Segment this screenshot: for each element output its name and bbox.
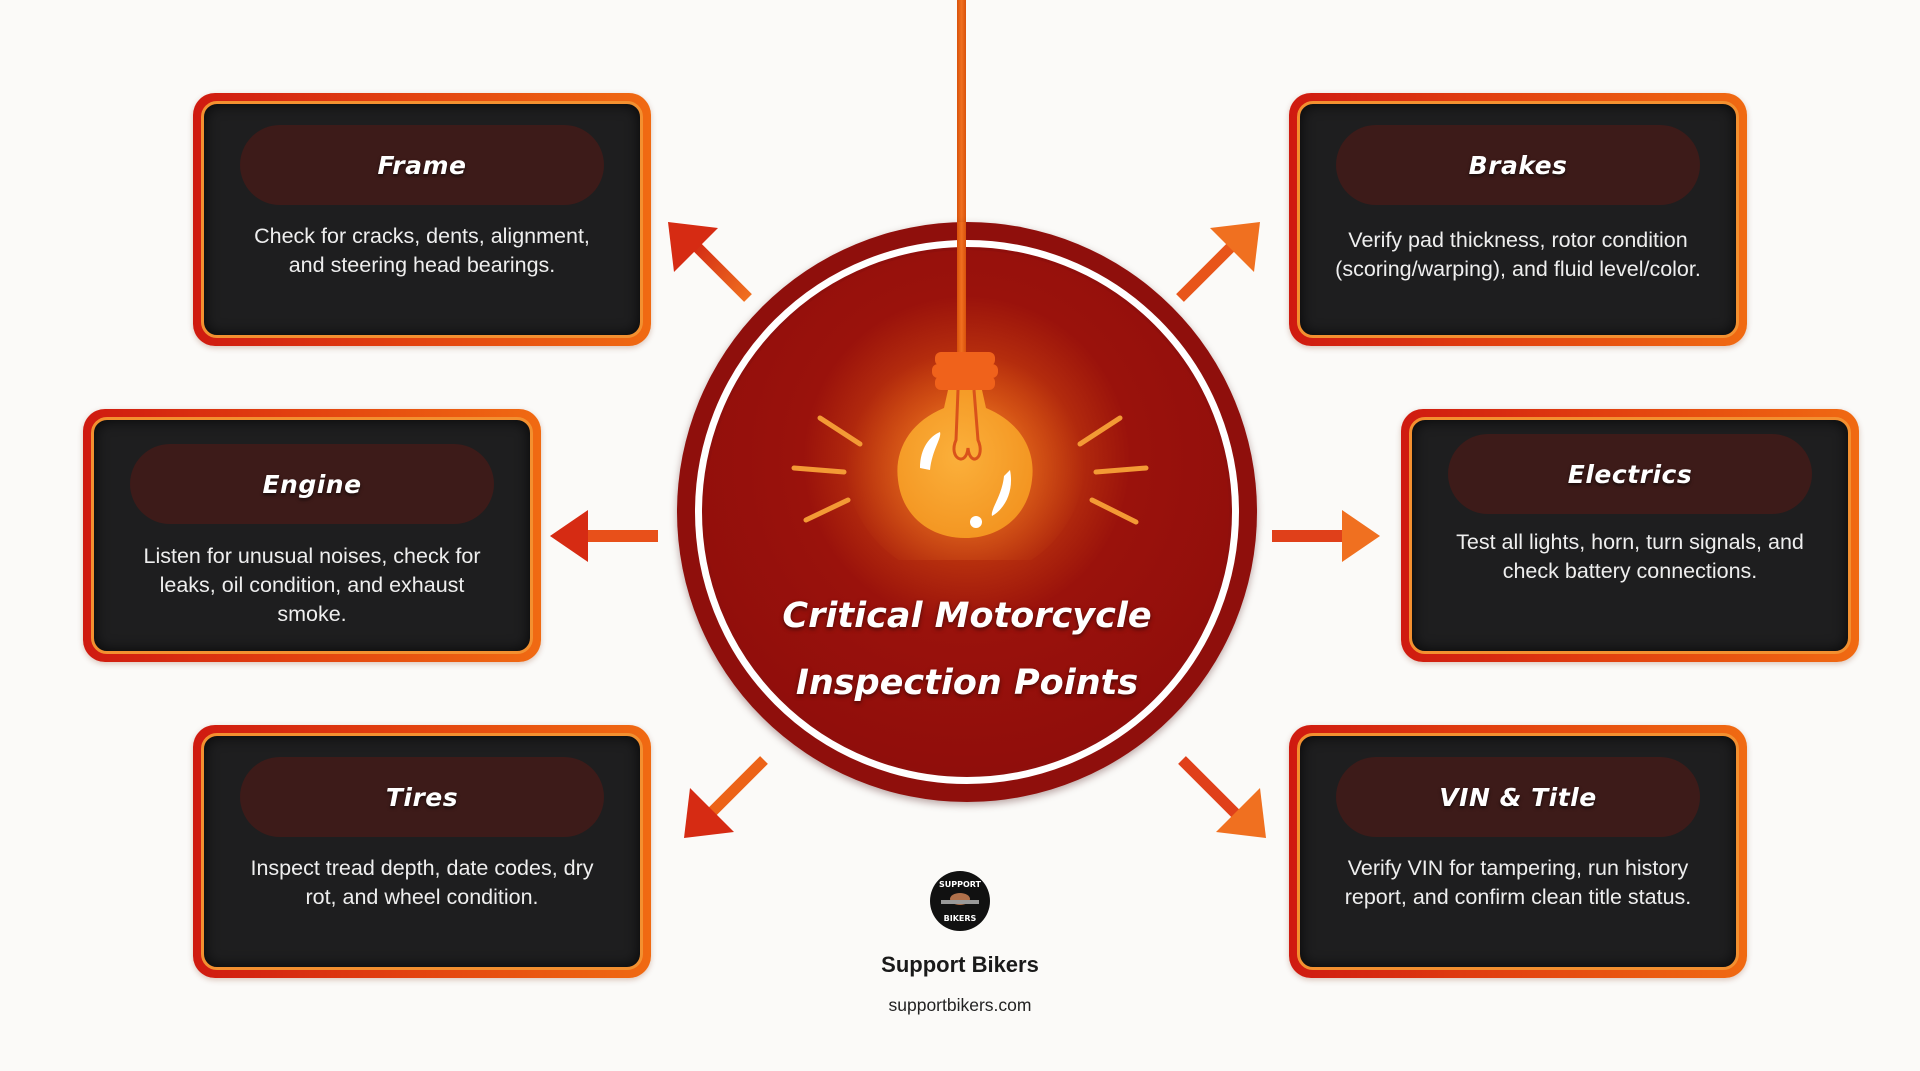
arrow-to-brakes-icon <box>1176 222 1260 302</box>
card-tires: Tires Inspect tread depth, date codes, d… <box>193 725 651 978</box>
card-inner: Frame Check for cracks, dents, alignment… <box>201 101 643 338</box>
bulb-cord <box>957 0 966 372</box>
circle-ring <box>695 240 1239 784</box>
card-description: Verify pad thickness, rotor condition (s… <box>1335 228 1701 281</box>
card-description: Verify VIN for tampering, run history re… <box>1344 856 1692 909</box>
card-title: Electrics <box>1567 459 1693 489</box>
card-title-pill: VIN & Title <box>1336 757 1700 837</box>
card-title-pill: Frame <box>240 125 604 205</box>
card-title: Engine <box>262 469 362 499</box>
card-title: VIN & Title <box>1439 782 1597 812</box>
card-description: Check for cracks, dents, alignment, and … <box>254 224 590 277</box>
card-inner: Engine Listen for unusual noises, check … <box>91 417 533 654</box>
arrow-to-frame-icon <box>668 222 752 302</box>
center-title-line2: Inspection Points <box>795 663 1139 703</box>
card-description: Inspect tread depth, date codes, dry rot… <box>250 856 594 909</box>
card-title: Tires <box>385 782 459 812</box>
card-title: Brakes <box>1468 150 1568 180</box>
card-electrics: Electrics Test all lights, horn, turn si… <box>1401 409 1859 662</box>
card-title-pill: Electrics <box>1448 434 1812 514</box>
card-description: Test all lights, horn, turn signals, and… <box>1456 530 1804 583</box>
center-title: Critical Motorcycle Inspection Points <box>677 583 1257 717</box>
card-brakes: Brakes Verify pad thickness, rotor condi… <box>1289 93 1747 346</box>
brand-url[interactable]: supportbikers.com <box>888 995 1032 1015</box>
arrow-to-engine-icon <box>550 510 658 562</box>
arrow-to-vin-icon <box>1178 756 1266 838</box>
logo-text-top: SUPPORT <box>939 880 982 889</box>
card-title-pill: Brakes <box>1336 125 1700 205</box>
card-engine: Engine Listen for unusual noises, check … <box>83 409 541 662</box>
card-inner: Electrics Test all lights, horn, turn si… <box>1409 417 1851 654</box>
card-vin-title: VIN & Title Verify VIN for tampering, ru… <box>1289 725 1747 978</box>
support-bikers-logo: SUPPORT BIKERS <box>930 871 990 931</box>
card-inner: VIN & Title Verify VIN for tampering, ru… <box>1297 733 1739 970</box>
bulb-cord-inner <box>957 222 966 362</box>
arrow-to-electrics-icon <box>1272 510 1380 562</box>
center-title-line1: Critical Motorcycle <box>782 596 1152 636</box>
card-title-pill: Tires <box>240 757 604 837</box>
brand-name: Support Bikers <box>881 952 1039 977</box>
light-bulb-icon <box>791 340 1149 560</box>
card-title-pill: Engine <box>130 444 494 524</box>
card-description: Listen for unusual noises, check for lea… <box>143 544 481 626</box>
card-frame: Frame Check for cracks, dents, alignment… <box>193 93 651 346</box>
card-title: Frame <box>377 150 467 180</box>
logo-text-bottom: BIKERS <box>944 914 977 923</box>
card-inner: Brakes Verify pad thickness, rotor condi… <box>1297 101 1739 338</box>
card-inner: Tires Inspect tread depth, date codes, d… <box>201 733 643 970</box>
arrow-to-tires-icon <box>684 756 768 838</box>
